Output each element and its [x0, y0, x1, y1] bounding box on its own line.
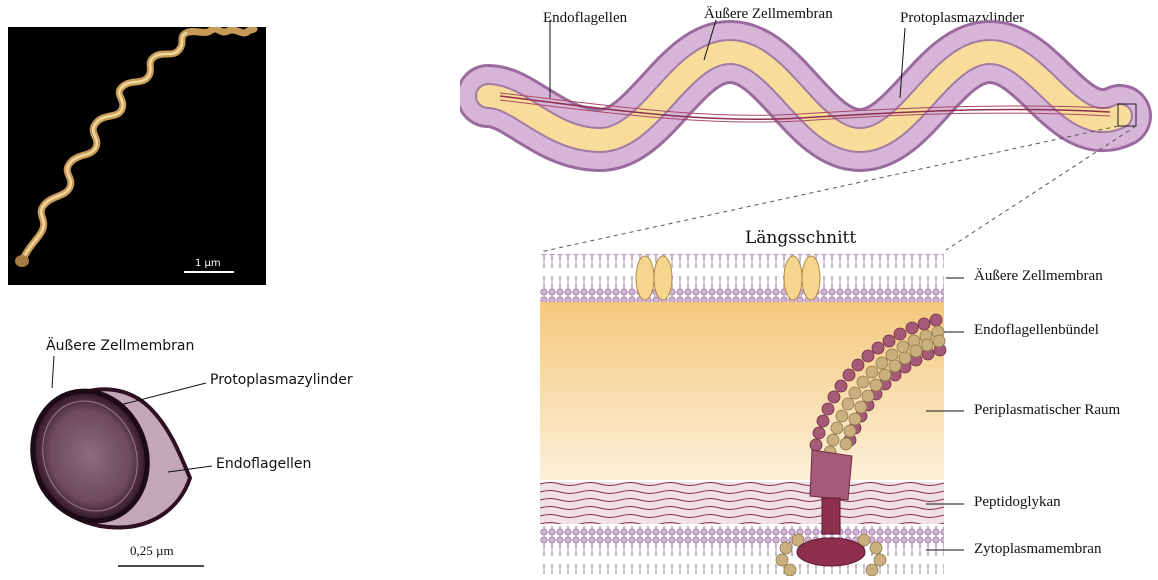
label-peptidoglycan: Peptidoglykan: [974, 494, 1061, 511]
flagellar-hook: [810, 450, 852, 500]
cytoplasmic-membrane-bilayer: [540, 526, 944, 574]
label-endoflagella-bundle: Endoflagellenbündel: [974, 322, 1099, 339]
basal-rod: [822, 498, 840, 534]
label-outer-membrane-section: Äußere Zellmembran: [974, 268, 1103, 285]
periplasmic-space-shape: [540, 302, 944, 480]
longitudinal-section-diagram: [460, 200, 1158, 576]
basal-body-disc: [797, 538, 865, 566]
outer-membrane-bilayer: [540, 254, 944, 302]
label-cytoplasmic-membrane: Zytoplasmamembran: [974, 541, 1101, 558]
label-periplasmic-space: Periplasmatischer Raum: [974, 402, 1120, 419]
porin: [636, 256, 654, 300]
